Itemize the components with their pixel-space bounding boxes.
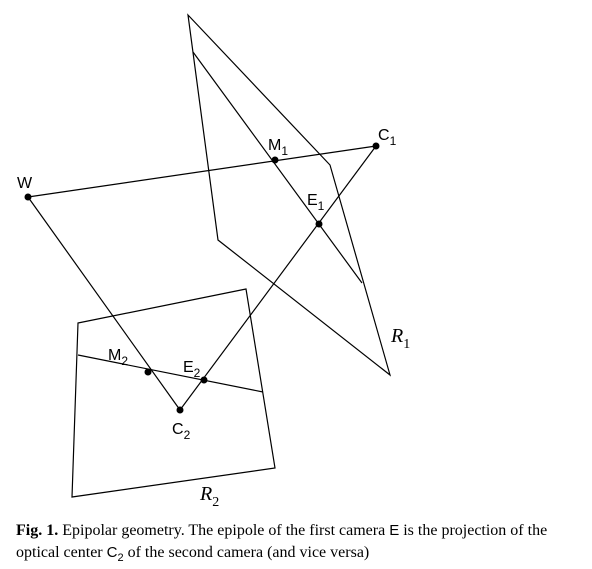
epipolar-diagram: W M1 C1 E1 R1 M2 E2 C2 R2 bbox=[17, 13, 410, 510]
figure-caption: Fig. 1. Epipolar geometry. The epipole o… bbox=[16, 520, 586, 569]
epipolar-line-1 bbox=[192, 51, 363, 284]
point-c2 bbox=[176, 406, 184, 414]
label-e2: E2 bbox=[183, 359, 201, 380]
caption-center-symbol: C2 bbox=[106, 544, 124, 564]
label-m1: M1 bbox=[268, 137, 288, 158]
label-m2: M2 bbox=[108, 347, 128, 368]
point-c1 bbox=[372, 142, 380, 150]
point-w bbox=[24, 193, 32, 201]
image-plane-r2 bbox=[71, 288, 276, 498]
caption-text-3: of the second camera (and vice versa) bbox=[123, 544, 370, 561]
label-r1: R1 bbox=[390, 325, 410, 352]
caption-fig-label: Fig. 1. bbox=[16, 522, 59, 539]
label-r2: R2 bbox=[199, 483, 219, 510]
point-e2 bbox=[200, 376, 208, 384]
ray-w-c2 bbox=[27, 196, 181, 411]
caption-text-1: Epipolar geometry. The epipole of the fi… bbox=[58, 522, 390, 539]
image-plane-r1 bbox=[187, 13, 392, 377]
point-m2 bbox=[144, 368, 152, 376]
point-m1 bbox=[271, 156, 279, 164]
label-e1: E1 bbox=[307, 192, 325, 213]
label-w: W bbox=[17, 175, 33, 192]
ray-w-c1 bbox=[27, 145, 377, 198]
caption-epipole-symbol: E bbox=[389, 522, 400, 539]
caption-text-2: is the projection of the optical center bbox=[16, 522, 548, 561]
label-c1: C1 bbox=[378, 127, 397, 148]
label-c2: C2 bbox=[172, 421, 191, 442]
point-e1 bbox=[315, 220, 323, 228]
baseline-c1-c2 bbox=[179, 145, 377, 411]
epipolar-line-2 bbox=[77, 354, 264, 393]
